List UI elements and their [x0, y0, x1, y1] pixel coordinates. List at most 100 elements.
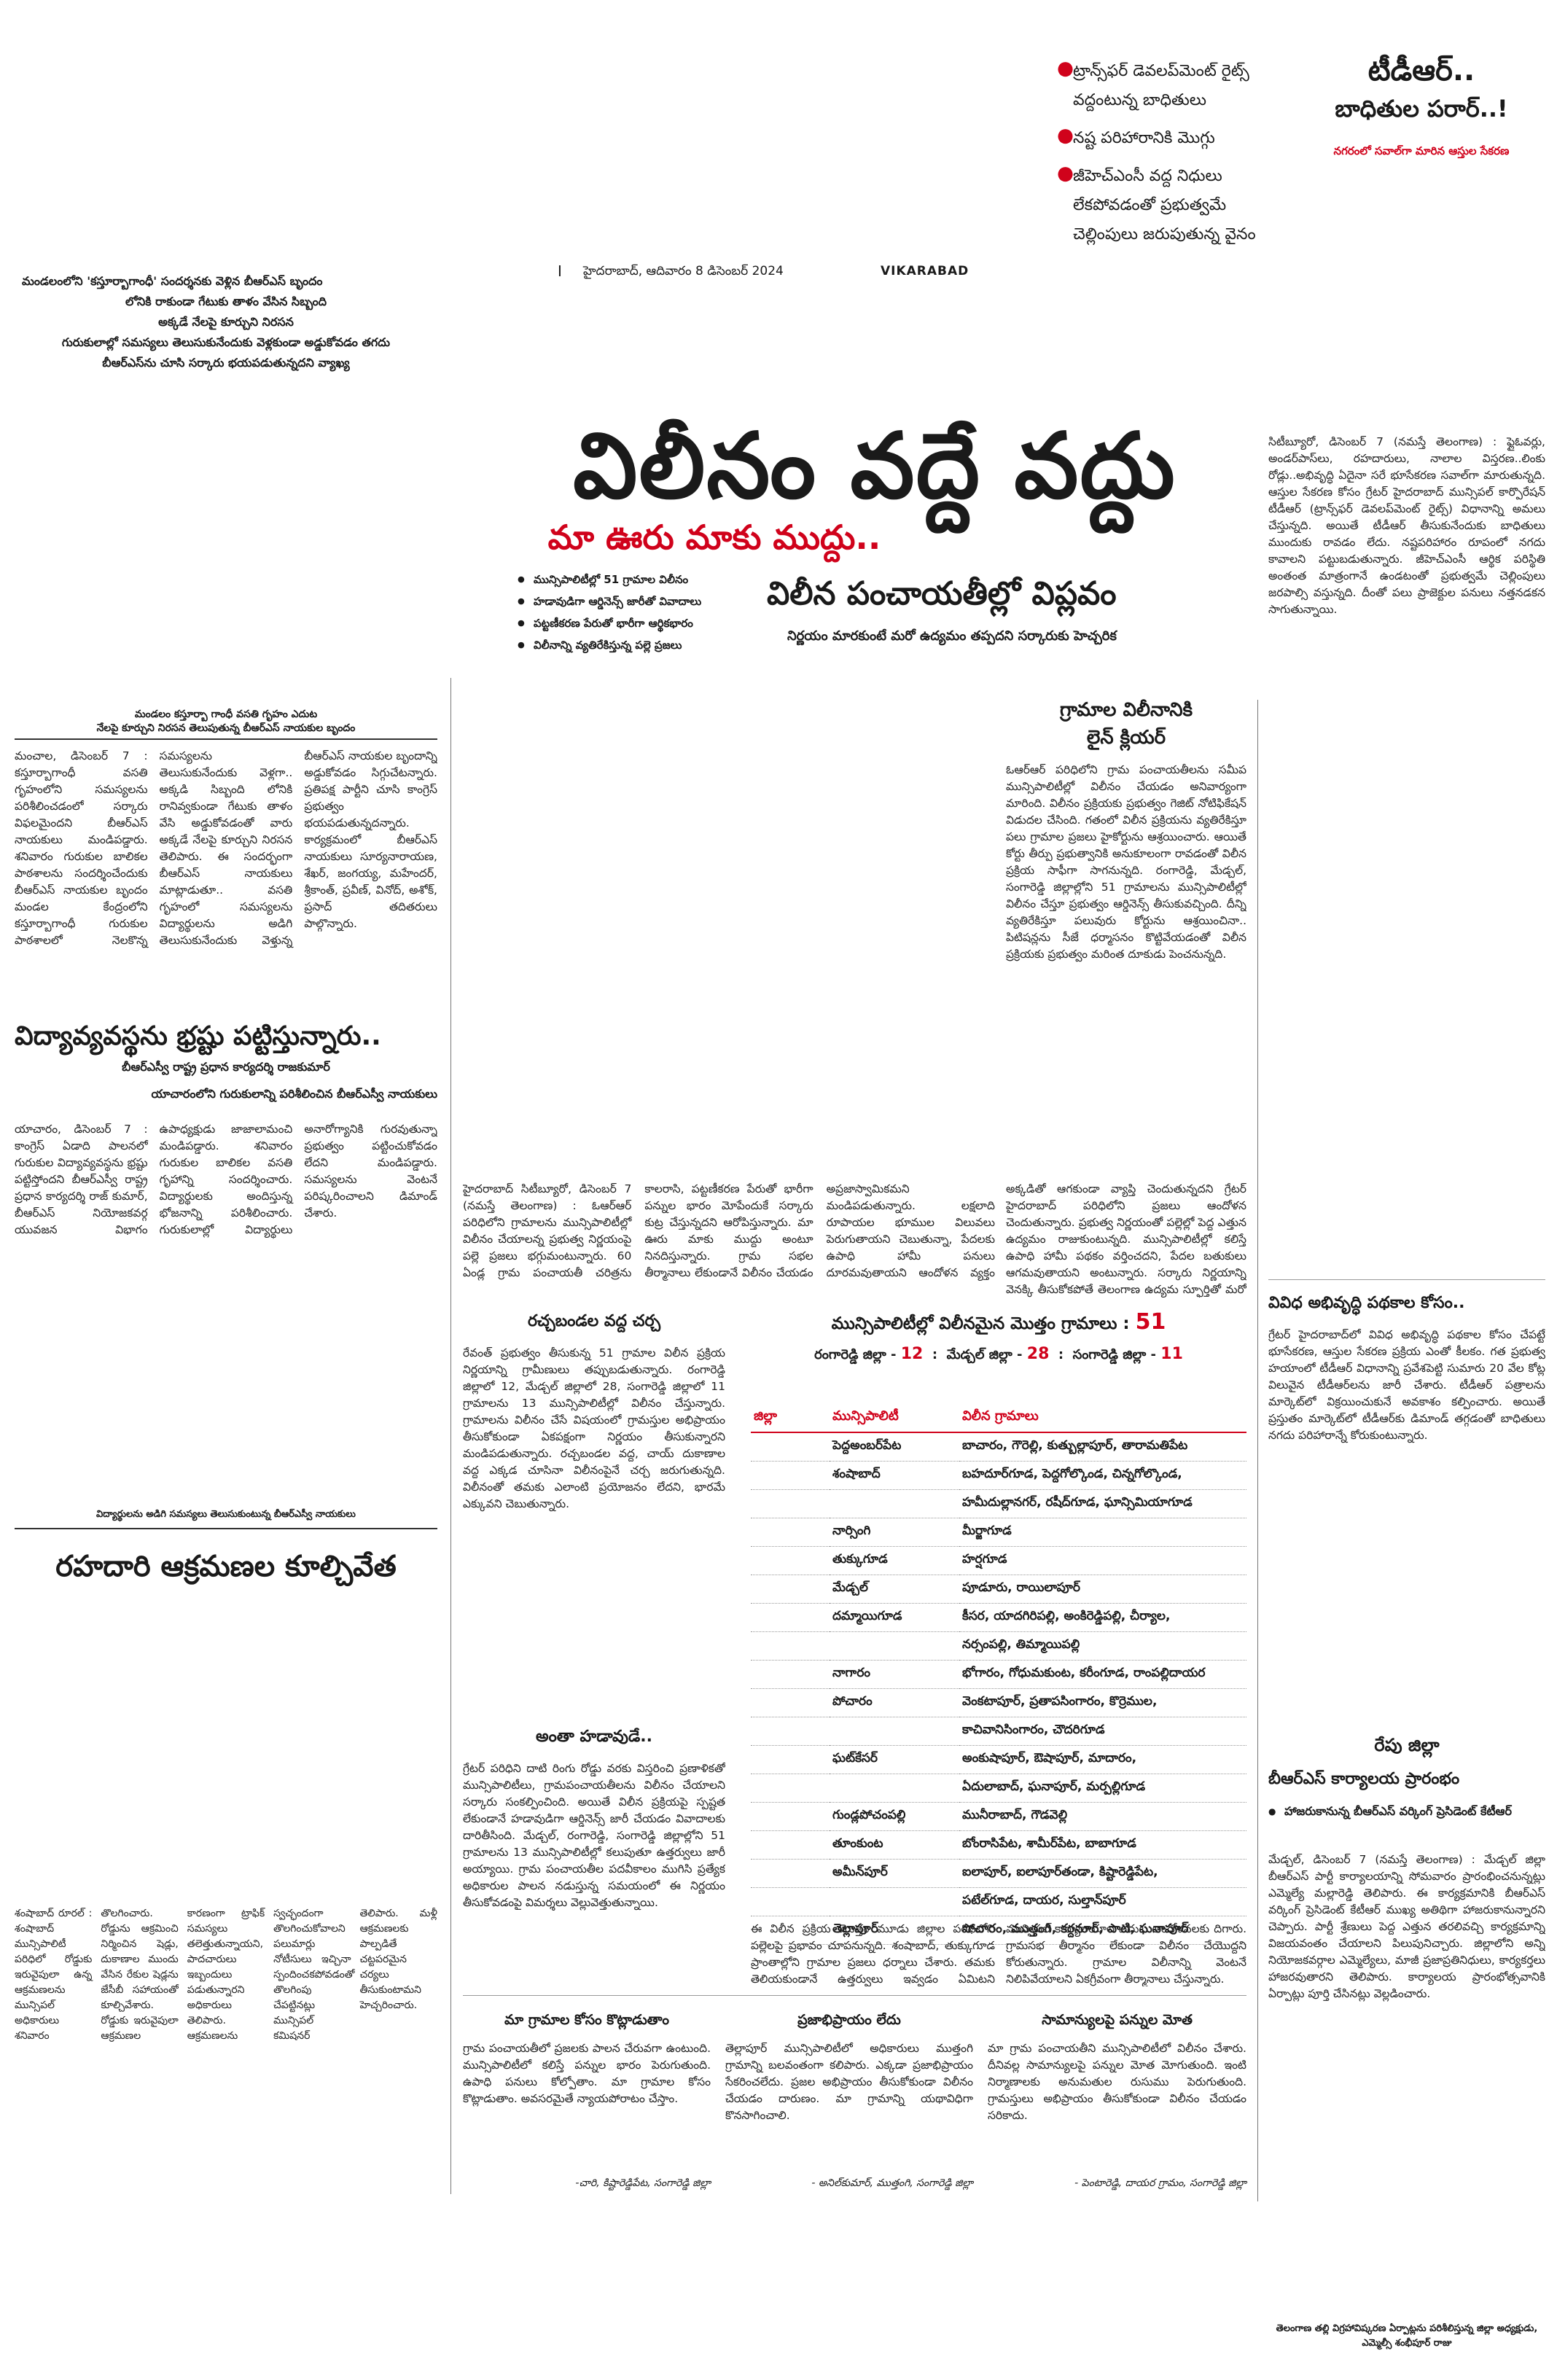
table-cell — [751, 1661, 830, 1689]
table-cell: ఏదులాబాద్‌, ఘనాపూర్‌, మర్పల్లిగూడ — [962, 1779, 1146, 1794]
district-count: 12 — [900, 1345, 924, 1363]
table-row: పోచారంవెంకటాపూర్‌, ప్రతాపసింగారం, కొర్రె… — [751, 1689, 1246, 1717]
table-cell — [751, 1432, 830, 1462]
photo-caption-3: తెలంగాణ తల్లి విగ్రహావిష్కరణ ఏర్పాట్లను … — [1276, 2323, 1538, 2349]
table-cell: హర్షగూడ — [962, 1552, 1007, 1566]
table-cell — [830, 1717, 959, 1746]
story-headline: వివిధ అభివృద్ధి పథకాల కోసం.. — [1268, 1294, 1465, 1312]
story-paragraph: ఈ విలీన ప్రక్రియ మొత్తం మూడు జిల్లాల పరి… — [751, 1922, 995, 1986]
column-divider — [1257, 700, 1258, 2201]
page-marker: I — [558, 262, 562, 280]
divider — [15, 1528, 437, 1529]
tdr-headline: టీడీఆర్‌.. — [1367, 54, 1475, 87]
table-cell: తెల్లాపూర్‌ — [832, 1921, 878, 1936]
table-cell: వెంకటాపూర్‌, ప్రతాపసింగారం, కొర్రెముల, — [962, 1694, 1158, 1709]
table-header: విలీన గ్రామాలు — [959, 1403, 1246, 1433]
table-cell — [751, 1888, 830, 1916]
story-center: హైదరాబాద్‌ సిటీబ్యూరో, డిసెంబర్‌ 7 (నమస్… — [463, 1181, 995, 1298]
opinion-signature: - పెంటారెడ్డి, దాయర గ్రామం, సంగారెడ్డి జ… — [1074, 2177, 1246, 2189]
story-headline: లైన్‌ క్లియర్‌ — [1086, 727, 1166, 749]
table-cell: బాచారం, గౌరెల్లి, కుత్బుల్లాపూర్‌, తారామ… — [962, 1438, 1188, 1453]
table-row: నార్సింగిమీర్జాగూడ — [751, 1518, 1246, 1547]
table-cell — [751, 1604, 830, 1632]
story-paragraph: మున్సిపల్‌ కార్యాలయాల ఎదుట ఆందోళనలకు దిగ… — [1006, 1922, 1246, 1986]
story-left-3: శంషాబాద్‌ రూరల్‌ : శంషాబాద్‌ మున్సిపాలిట… — [15, 1906, 437, 2169]
table-cell — [751, 1803, 830, 1831]
table-row: పటేల్‌గూడ, దాయర, సుల్తాన్‌పూర్‌ — [751, 1888, 1246, 1916]
main-subhead-deck: నిర్ణయం మారకుంటే మరో ఉద్యమం తప్పదని సర్క… — [787, 628, 1117, 644]
table-row: మేడ్చల్‌ పూడూరు, రాయిలాపూర్‌ — [751, 1575, 1246, 1604]
table-cell: పూడూరు, రాయిలాపూర్‌ — [962, 1580, 1080, 1595]
main-bullet: విలీనాన్ని వ్యతిరేకిస్తున్న పల్లె ప్రజలు — [518, 634, 758, 656]
district-label: మేడ్చల్‌ జిల్లా - — [946, 1347, 1023, 1362]
story-rachabanda: రేవంత్‌ ప్రభుత్వం తీసుకున్న 51 గ్రామాల వ… — [463, 1345, 725, 1706]
photo-caption: మండలం కస్తూర్బా గాంధీ వసతి గృహం ఎదుట నేల… — [15, 676, 437, 740]
opinion-box: సామాన్యులపై పన్నుల మోత మా గ్రామ పంచాయతీన… — [988, 2012, 1246, 2191]
main-bullet: పట్టణీకరణ పేరుతో భారీగా ఆర్థికభారం — [518, 612, 758, 634]
table-cell — [751, 1518, 830, 1547]
table-cell: కీసర, యాదగిరిపల్లి, అంకిరెడ్డిపల్లి, చీర… — [962, 1609, 1171, 1623]
table-header-row: జిల్లా మున్సిపాలిటీ విలీన గ్రామాలు — [751, 1403, 1246, 1433]
story-left-2-head: విద్యావ్యవస్థను భ్రష్టు పట్టిస్తున్నారు.… — [15, 1019, 437, 1104]
story-deck: బీఆర్‌ఎస్వీ రాష్ట్ర ప్రధాన కార్యదర్శి రా… — [122, 1060, 330, 1074]
main-bullets: మున్సిపాలిటీల్లో 51 గ్రామాల విలీనం హడావు… — [518, 569, 758, 656]
story-paragraph: గ్రేటర్‌ పరిధిని దాటి రింగు రోడ్డు వరకు … — [463, 1762, 725, 1909]
district-count: 11 — [1160, 1345, 1183, 1363]
table-cell: తుక్కుగూడ — [832, 1552, 888, 1566]
village-table: జిల్లా మున్సిపాలిటీ విలీన గ్రామాలు పెద్ద… — [751, 1403, 1246, 1945]
story-paragraph: శంషాబాద్‌ రూరల్‌ : శంషాబాద్‌ మున్సిపాలిట… — [15, 1908, 437, 2042]
main-kicker: మా ఊరు మాకు ముద్దు.. — [547, 518, 881, 557]
left-deck-line: గురుకులాల్లో సమస్యలు తెలుసుకునేందుకు వెళ… — [61, 335, 391, 349]
story-headline: అంతా హడావుడే.. — [536, 1728, 652, 1746]
district-count: 28 — [1026, 1345, 1050, 1363]
column-divider — [450, 678, 451, 2194]
story-headline: బీఆర్‌ఎస్‌ కార్యాలయ ప్రారంభం — [1268, 1770, 1460, 1788]
story-right-mid: గ్రేటర్‌ హైదరాబాద్‌లో వివిధ అభివృద్ధి పథ… — [1268, 1327, 1545, 1706]
opinion-signature: -చారి, కిష్టారెడ్డిపేట, సంగారెడ్డి జిల్ల… — [575, 2177, 711, 2189]
main-bullet: హడావుడిగా ఆర్డినెన్స్‌ జారీతో వివాదాలు — [518, 590, 758, 612]
tdr-bullet: జీహెచ్‌ఎంసీ వద్ద నిధులు లేకపోవడంతో ప్రభు… — [1057, 159, 1268, 249]
story-line-clear: ఓఆర్‌ఆర్‌ పరిధిలోని గ్రామ పంచాయతీలను సమీ… — [1006, 762, 1246, 1170]
story-center-lower: ఈ విలీన ప్రక్రియ మొత్తం మూడు జిల్లాల పరి… — [751, 1921, 995, 1986]
opinion-headline: ప్రజాభిప్రాయం లేదు — [797, 2012, 901, 2028]
story-paragraph: గ్రేటర్‌ హైదరాబాద్‌లో వివిధ అభివృద్ధి పథ… — [1268, 1328, 1545, 1442]
table-cell: బోంరాసిపేట, శామీర్‌పేట, బాబాగూడ — [962, 1836, 1136, 1851]
caption-line: మండలం కస్తూర్బా గాంధీ వసతి గృహం ఎదుట — [134, 709, 318, 720]
story-headline: విద్యావ్యవస్థను భ్రష్టు పట్టిస్తున్నారు.… — [15, 1021, 381, 1051]
table-cell: మేడ్చల్‌ — [832, 1580, 868, 1595]
story-center-right: అక్కడితో ఆగకుండా వ్యాప్తి చెందుతున్నదని … — [1006, 1181, 1246, 1298]
merged-count-total: 51 — [1135, 1309, 1166, 1335]
divider — [463, 1995, 1246, 1996]
table-cell — [830, 1774, 959, 1803]
district-label: సంగారెడ్డి జిల్లా - — [1072, 1347, 1156, 1362]
tdr-bullet: నష్ట పరిహారానికి మొగ్గు — [1057, 121, 1268, 153]
table-cell: శంషాబాద్‌ — [832, 1467, 881, 1481]
story-right-bottom-head: రేపు జిల్లా బీఆర్‌ఎస్‌ కార్యాలయ ప్రారంభం… — [1268, 1735, 1545, 1821]
table-cell: దమ్మాయిగూడ — [832, 1609, 902, 1623]
table-cell: తూంకుంట — [832, 1836, 883, 1851]
merged-count-breakdown: రంగారెడ్డి జిల్లా - 12 : మేడ్చల్‌ జిల్లా… — [814, 1345, 1183, 1363]
left-deck-line: మండలంలోని 'కస్తూర్బాగాంధీ' సందర్శనకు వెళ… — [22, 274, 323, 288]
table-cell — [751, 1860, 830, 1888]
merged-count-title: మున్సిపాలిటీల్లో విలీనమైన మొత్తం గ్రామాల… — [751, 1309, 1246, 1338]
main-headline: విలీనం వద్దే వద్దు — [573, 414, 1176, 519]
story-antha: గ్రేటర్‌ పరిధిని దాటి రింగు రోడ్డు వరకు … — [463, 1760, 725, 1972]
tdr-bullets: ట్రాన్స్‌ఫర్‌ డెవలప్‌మెంట్‌ రైట్స్‌ వద్ద… — [1057, 54, 1268, 249]
story-paragraph: సిటీబ్యూరో, డిసెంబర్‌ 7 (నమస్తే తెలంగాణ)… — [1268, 435, 1545, 616]
merged-count-box: మున్సిపాలిటీల్లో విలీనమైన మొత్తం గ్రామాల… — [751, 1309, 1246, 1365]
table-cell: గుండ్లపోచంపల్లి — [832, 1808, 906, 1822]
story-paragraph: హైదరాబాద్‌ సిటీబ్యూరో, డిసెంబర్‌ 7 (నమస్… — [463, 1182, 995, 1279]
story-deck: యాచారంలోని గురుకులాన్ని పరిశీలించిన బీఆర… — [151, 1087, 437, 1101]
opinion-body: గ్రామ పంచాయతీలో ప్రజలకు పాలన చేరువగా ఉంట… — [463, 2042, 711, 2105]
table-cell: కాచివానిసింగారం, చౌదరిగూడ — [962, 1722, 1105, 1737]
story-headline: గ్రామాల విలీనానికి — [1059, 699, 1193, 721]
tdr-bullet: ట్రాన్స్‌ఫర్‌ డెవలప్‌మెంట్‌ రైట్స్‌ వద్ద… — [1057, 54, 1268, 115]
left-deck: మండలంలోని 'కస్తూర్బాగాంధీ' సందర్శనకు వెళ… — [22, 271, 430, 373]
story-headline: రేపు జిల్లా — [1374, 1735, 1440, 1755]
table-cell: మీర్జాగూడ — [962, 1523, 1012, 1538]
table-cell — [751, 1746, 830, 1774]
table-cell: పోచారం, ముత్తంగి, కర్దనూర్‌, పాటి, ఘనాపూ… — [962, 1921, 1189, 1936]
table-row: నాగారంభోగారం, గోధుమకుంట, కరీంగూడ, రాంపల్… — [751, 1661, 1246, 1689]
table-row: కాచివానిసింగారం, చౌదరిగూడ — [751, 1717, 1246, 1746]
opinion-box: ప్రజాభిప్రాయం లేదు తెల్లాపూర్‌ మున్సిపాల… — [725, 2012, 973, 2191]
